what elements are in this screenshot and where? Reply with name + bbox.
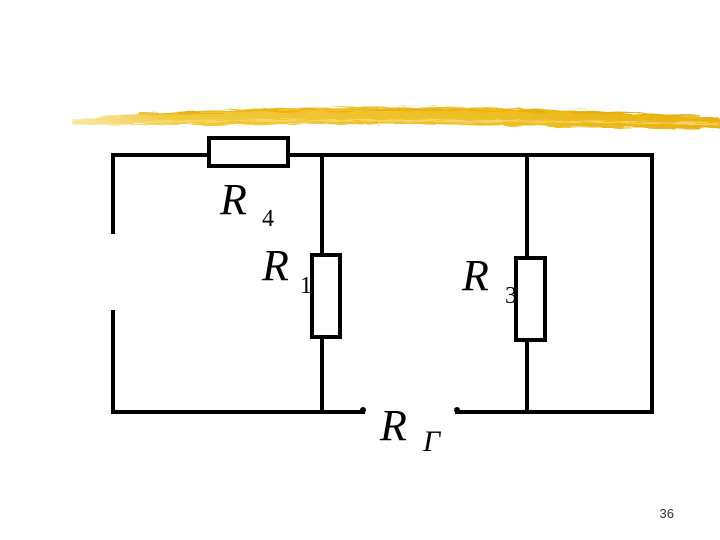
label-r1-letter: R <box>261 241 289 290</box>
terminal-right-dot <box>454 407 460 413</box>
resistor-r1 <box>310 253 342 339</box>
label-r1-subscript: 1 <box>300 273 312 299</box>
label-r4-subscript: 4 <box>262 206 274 232</box>
label-r3-letter: R <box>461 251 489 300</box>
resistor-r3 <box>514 256 547 342</box>
page-number: 36 <box>659 506 674 521</box>
label-rg-subscript: Г <box>422 425 442 458</box>
terminal-left-dot <box>360 407 366 413</box>
brush-stroke-decoration <box>72 106 720 129</box>
circuit-wires <box>111 153 654 414</box>
label-r3-subscript: 3 <box>505 283 517 309</box>
resistor-r4 <box>207 136 290 168</box>
label-r4-letter: R <box>219 175 247 224</box>
label-rg-letter: R <box>379 401 407 450</box>
